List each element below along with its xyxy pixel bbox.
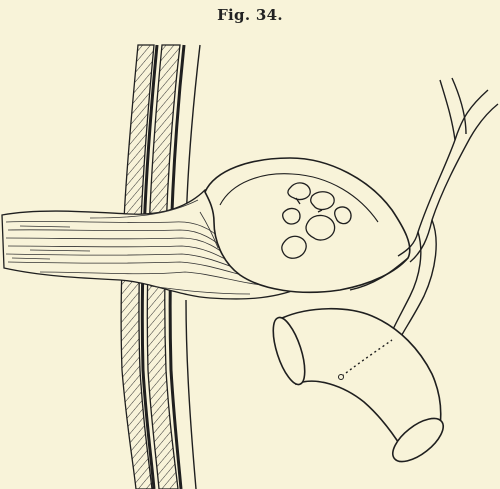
sac	[205, 158, 410, 292]
intestine-segment	[267, 309, 450, 470]
